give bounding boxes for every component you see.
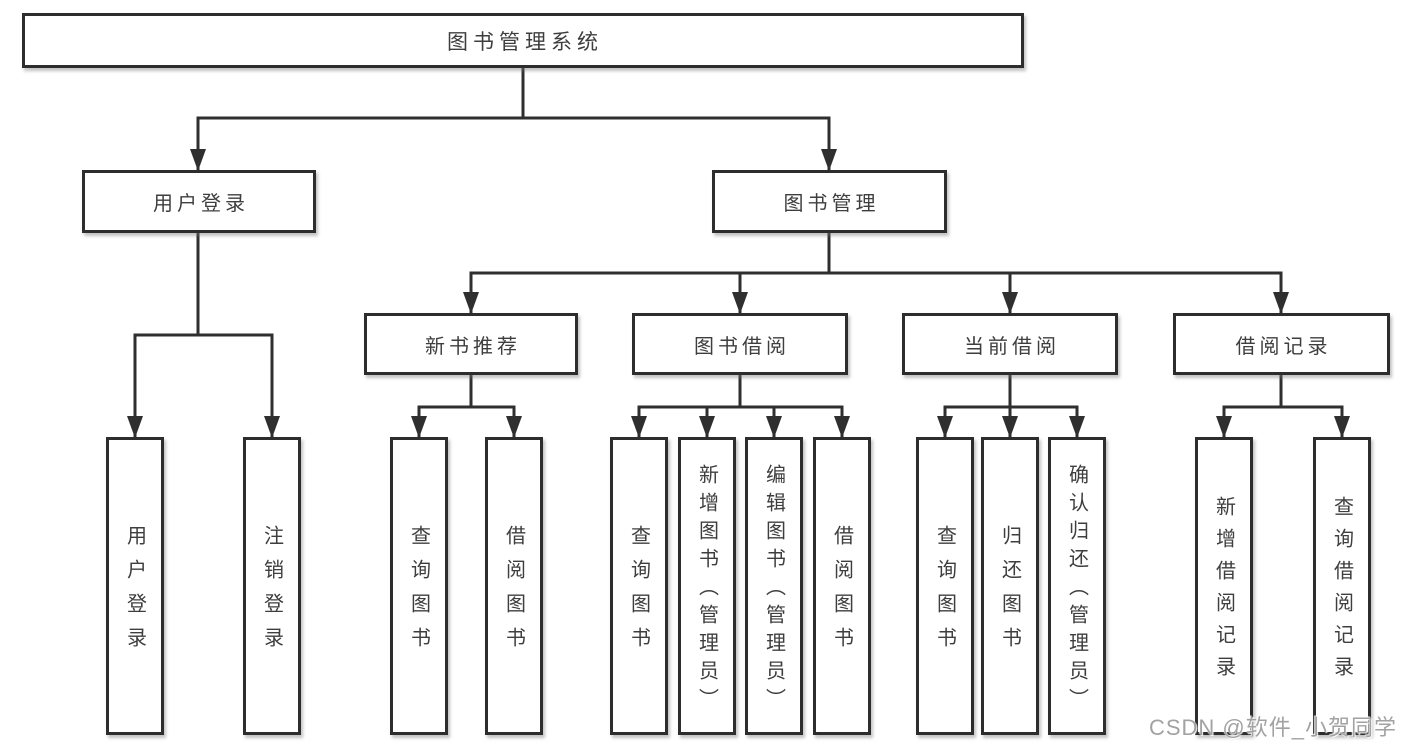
node-library-management-system: 图书管理系统 [22,13,1024,68]
leaf-borrowing-query-books: 查询图书 [610,437,668,735]
node-user-login: 用户登录 [82,170,316,233]
leaf-borrowing-edit-books-admin: 编辑图书（管理员） [745,437,803,735]
node-new-book-recommend: 新书推荐 [364,313,578,375]
leaf-logout-login: 注销登录 [243,437,301,735]
leaf-user-login: 用户登录 [106,437,164,735]
leaf-current-confirm-return-admin: 确认归还（管理员） [1048,437,1106,735]
node-book-management: 图书管理 [712,170,947,233]
leaf-current-query-books: 查询图书 [916,437,974,735]
leaf-borrowing-borrow-books: 借阅图书 [813,437,871,735]
leaf-current-return-books: 归还图书 [981,437,1039,735]
csdn-watermark: CSDN @软件_小贺同学 [1148,715,1397,740]
leaf-newbook-query-books: 查询图书 [390,437,448,735]
leaf-borrowing-add-books-admin: 新增图书（管理员） [678,437,736,735]
leaf-records-query-record: 查询借阅记录 [1313,437,1371,735]
leaf-newbook-borrow-books: 借阅图书 [485,437,543,735]
leaf-records-add-record: 新增借阅记录 [1195,437,1253,735]
node-borrowing-records: 借阅记录 [1173,313,1390,375]
node-current-borrowing: 当前借阅 [902,313,1118,375]
node-book-borrowing: 图书借阅 [632,313,848,375]
